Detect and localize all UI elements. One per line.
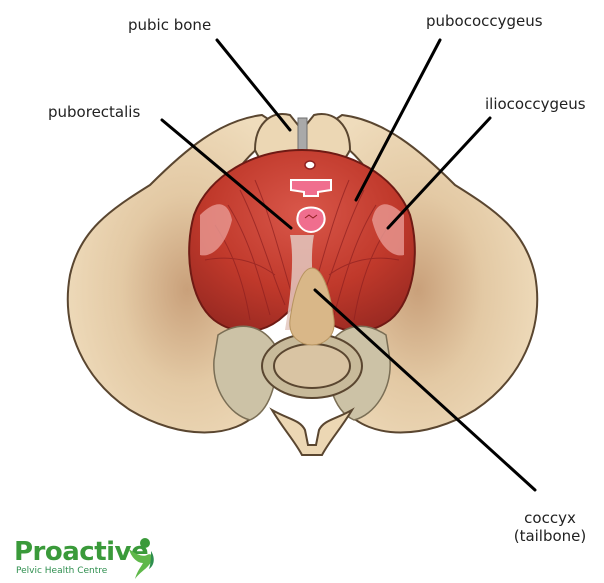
label-pubic-bone: pubic bone xyxy=(128,16,211,34)
label-iliococcygeus: iliococcygeus xyxy=(485,95,586,113)
sacral-spine xyxy=(272,410,352,455)
pubic-symphysis xyxy=(298,118,307,154)
sacral-canal xyxy=(274,344,350,388)
proactive-logo: Proactive Pelvic Health Centre xyxy=(14,537,174,581)
label-pubococcygeus: pubococcygeus xyxy=(426,12,543,30)
label-coccyx-line1: coccyx xyxy=(510,509,590,527)
logo-subtitle: Pelvic Health Centre xyxy=(16,566,107,577)
anal-opening xyxy=(297,208,324,233)
label-coccyx-line2: (tailbone) xyxy=(510,527,590,545)
urethra-opening xyxy=(305,161,315,169)
label-coccyx: coccyx (tailbone) xyxy=(510,509,590,545)
person-figure-icon xyxy=(125,537,157,581)
label-puborectalis: puborectalis xyxy=(48,103,140,121)
